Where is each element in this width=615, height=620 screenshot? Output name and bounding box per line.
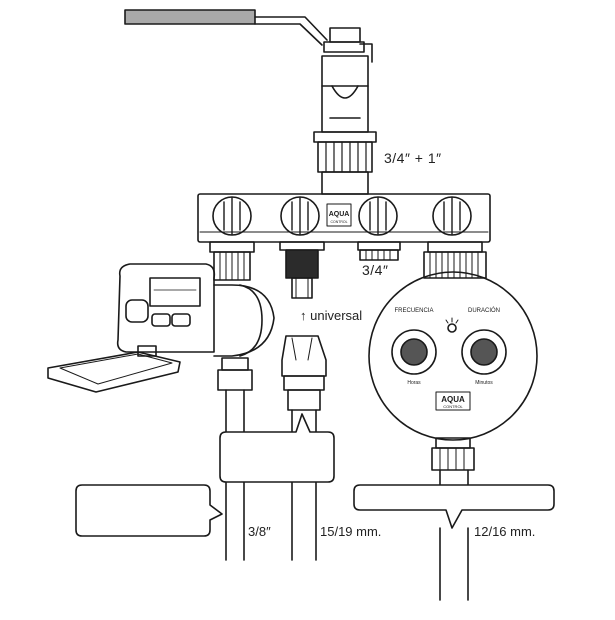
manifold-brand: AQUA CONTROL (329, 211, 350, 224)
dial-left-caption: Horas (407, 380, 421, 386)
timer-brand: AQUA CONTROL (441, 395, 465, 409)
manifold-knob-4 (432, 196, 472, 236)
callout-bubble-center (219, 413, 335, 483)
manifold-knob-3 (358, 196, 398, 236)
outlet-2-quick-connector (279, 241, 325, 299)
outlet-1 (209, 241, 255, 281)
dial-right-title: DURACIÓN (468, 307, 500, 314)
label-hose-medium: 15/19 mm. (320, 524, 382, 539)
label-hose-large: 12/16 mm. (474, 524, 536, 539)
dial-right-caption: Minutos (475, 380, 493, 386)
timer-brand-name: AQUA (441, 395, 465, 404)
timer-brand-subname: CONTROL (443, 404, 463, 409)
label-outlet-thread: 3/4″ (362, 262, 389, 278)
outlet-3-thread (357, 241, 401, 261)
inlet-nut (313, 131, 377, 195)
lever-handle (124, 9, 328, 46)
manifold-brand-name: AQUA (329, 211, 350, 218)
callout-bubble-left (75, 484, 223, 537)
manifold-knob-1 (212, 196, 252, 236)
label-hose-small: 3/8″ (248, 524, 271, 539)
four-way-manifold (197, 193, 491, 243)
label-inlet-thread: 3/4″ + 1″ (384, 150, 442, 166)
manifold-brand-subname: CONTROL (330, 220, 347, 224)
label-universal-connector: ↑ universal (300, 308, 363, 323)
manifold-knob-2 (280, 196, 320, 236)
hose-connector-15-19 (281, 335, 327, 561)
mechanical-timer (368, 241, 538, 471)
hose-12-16 (439, 469, 469, 601)
electronic-timer (47, 263, 275, 393)
dial-left-title: FRECUENCIA (394, 308, 433, 314)
faucet-valve (321, 27, 373, 133)
callout-bubble-right (353, 484, 555, 529)
